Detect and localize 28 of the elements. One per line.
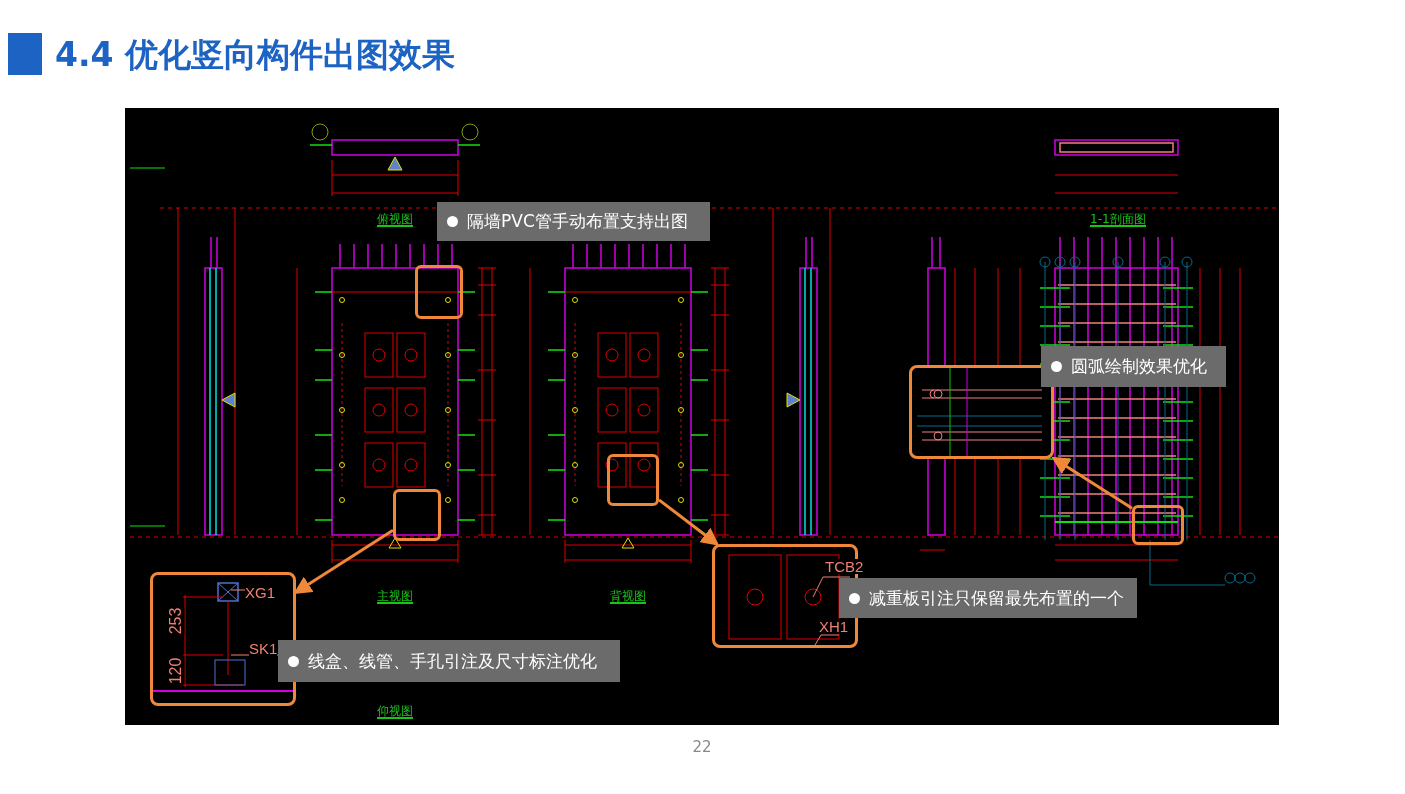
callout-box: [839, 578, 1137, 618]
callout-box: [1041, 346, 1226, 387]
slide-title: 4.4 优化竖向构件出图效果: [55, 34, 455, 76]
zoom-inset: [150, 572, 296, 706]
zoom-inset: [909, 365, 1054, 459]
highlight-frame: [607, 454, 659, 506]
inset-label: XG1: [245, 585, 275, 600]
view-title: 主视图: [377, 590, 413, 604]
view-title: 仰视图: [377, 705, 413, 719]
arrow: [1051, 456, 1133, 510]
view-title: 1-1剖面图: [1090, 213, 1146, 227]
inset-label: TCB2: [825, 559, 864, 574]
inset-label: XH1: [819, 619, 849, 634]
callout-text: 隔墙PVC管手动布置支持出图: [467, 210, 688, 233]
arrow: [658, 498, 720, 546]
view-title: 背视图: [610, 590, 646, 604]
page-number: 22: [692, 740, 712, 755]
callout-box: [278, 640, 620, 682]
inset-label: 120: [168, 657, 185, 685]
highlight-frame: [393, 489, 441, 541]
view-title: 俯视图: [377, 213, 413, 227]
highlight-frame: [1132, 505, 1184, 545]
callout-text: 减重板引注只保留最先布置的一个: [869, 586, 1124, 610]
callout-box: [437, 202, 710, 241]
highlight-frame: [415, 265, 463, 319]
inset-label: SK1: [249, 641, 278, 656]
callout-text: 线盒、线管、手孔引注及尺寸标注优化: [308, 649, 597, 673]
callout-text: 圆弧绘制效果优化: [1071, 355, 1207, 378]
